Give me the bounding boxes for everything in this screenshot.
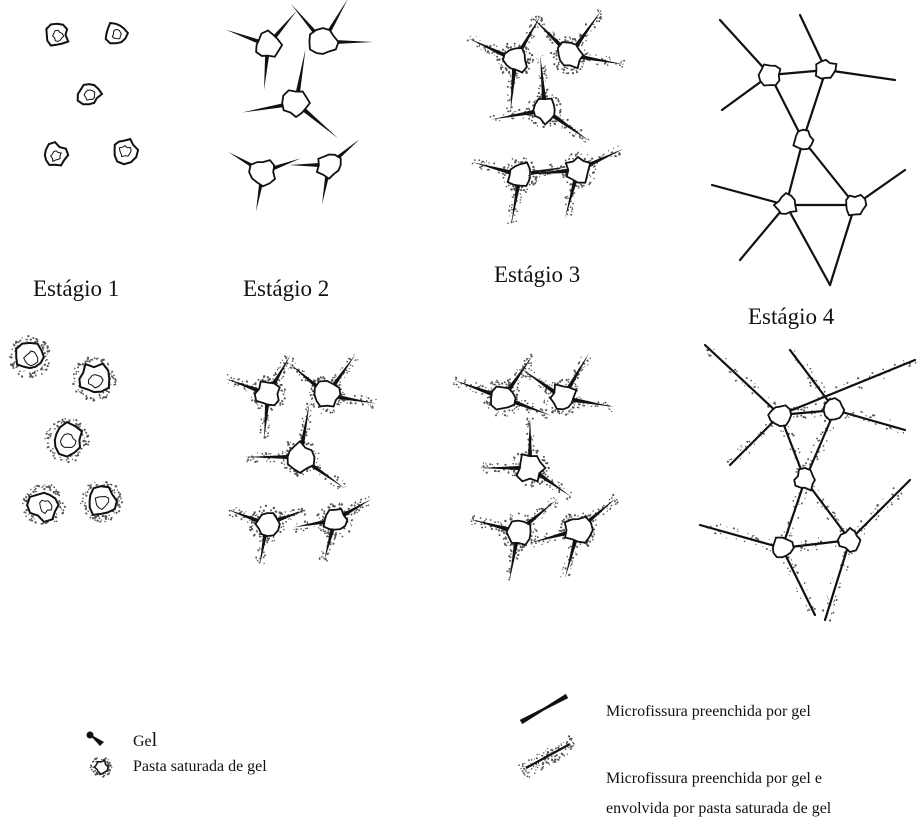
- legend-microfissura-envolvida-icon: [518, 735, 575, 778]
- stage-1-label: Estágio 1: [33, 276, 120, 301]
- stage1-bottom-particle: [44, 418, 90, 464]
- crack-line: [710, 183, 788, 207]
- legend-microfissura-envolvida-label-2: envolvida por pasta saturada de gel: [606, 800, 832, 817]
- stage2-bottom-reaction-site: [293, 496, 372, 562]
- stage4-particle: [822, 397, 846, 421]
- stage4-particle: [792, 128, 815, 151]
- stage3-top-reaction-site: [530, 9, 626, 75]
- stage3-top-reaction-site: [466, 14, 543, 113]
- crack-line: [728, 413, 782, 467]
- crack-line: [784, 203, 832, 287]
- crack-line: [833, 408, 907, 432]
- crack-line: [848, 478, 912, 542]
- stage4-particle: [767, 404, 793, 428]
- legend-microfissura-icon: [519, 693, 569, 725]
- legend-gel-label: Gel: [133, 729, 157, 752]
- crack-line: [803, 408, 837, 482]
- stage4-particle: [814, 58, 838, 80]
- crack-line: [780, 478, 807, 550]
- crack-line: [824, 68, 897, 82]
- stage3-top-reaction-site: [527, 145, 624, 219]
- crack-line: [803, 478, 852, 542]
- legend-microfissura-label: Microfissura preenchida por gel: [606, 703, 811, 720]
- crack-line: [778, 358, 917, 417]
- stage1-bottom-particle: [9, 335, 51, 379]
- crack-line: [698, 523, 784, 550]
- stage3-bottom-reaction-site: [480, 417, 572, 501]
- stage4-particle: [771, 536, 795, 559]
- stage4-bottom-network: [698, 343, 917, 622]
- legend-gel-text: Ge: [133, 733, 152, 750]
- stage-4-label: Estágio 4: [748, 304, 835, 329]
- stage4-particle: [793, 467, 816, 492]
- stage3-top-reaction-site: [471, 157, 570, 225]
- stage2-bottom-reaction-site: [225, 355, 294, 439]
- crack-line: [801, 138, 857, 207]
- stage1-bottom-particle: [72, 356, 117, 402]
- stage2-bottom-reaction-site: [227, 504, 307, 566]
- stage2-top-reaction-site: [241, 48, 339, 139]
- crack-line: [780, 546, 817, 617]
- stage2-top-reaction-site: [228, 152, 301, 212]
- crack-line: [788, 348, 837, 412]
- stage4-particle: [757, 63, 782, 87]
- stage2-top-reaction-site: [290, 0, 373, 55]
- stage2-bottom-reaction-site: [285, 353, 377, 414]
- stage3-bottom-reaction-site: [519, 352, 615, 416]
- crack-line: [718, 18, 772, 77]
- stage-3-label: Estágio 3: [494, 262, 581, 287]
- stage-2-label: Estágio 2: [243, 276, 330, 301]
- crack-line: [828, 203, 857, 287]
- stage2-bottom-reaction-site: [245, 402, 346, 490]
- crack-line: [823, 538, 852, 622]
- stage4-top-network: [710, 13, 907, 287]
- stage3-bottom-reaction-site: [469, 497, 559, 582]
- stage1-bottom-particle: [22, 484, 66, 525]
- legend-microfissura-envolvida-label-1: Microfissura preenchida por gel e: [606, 770, 822, 787]
- crack-line: [703, 343, 782, 417]
- legend-gel-text-end: l: [151, 729, 158, 751]
- stage1-top-particle: [45, 22, 70, 47]
- crack-line: [738, 203, 788, 262]
- legend-gel-icon: [86, 731, 104, 746]
- stage1-top-particle: [76, 83, 104, 106]
- stage3-bottom-reaction-site: [529, 493, 619, 579]
- stage4-particle: [845, 193, 868, 217]
- stage3-bottom-reaction-site: [453, 353, 554, 419]
- stage1-top-particle: [104, 21, 130, 45]
- stage3-top-reaction-site: [489, 55, 591, 143]
- stage2-top-reaction-site: [289, 139, 360, 205]
- stage1-top-particle: [43, 140, 70, 167]
- stage1-top-particle: [113, 137, 140, 166]
- legend-pasta-label: Pasta saturada de gel: [133, 758, 267, 775]
- crack-line: [801, 68, 828, 142]
- stage1-bottom-particle: [80, 481, 124, 523]
- legend-pasta-icon: [89, 757, 113, 778]
- stage2-top-reaction-site: [225, 10, 297, 90]
- stage4-particle: [836, 526, 862, 553]
- stage4-particle: [772, 192, 798, 215]
